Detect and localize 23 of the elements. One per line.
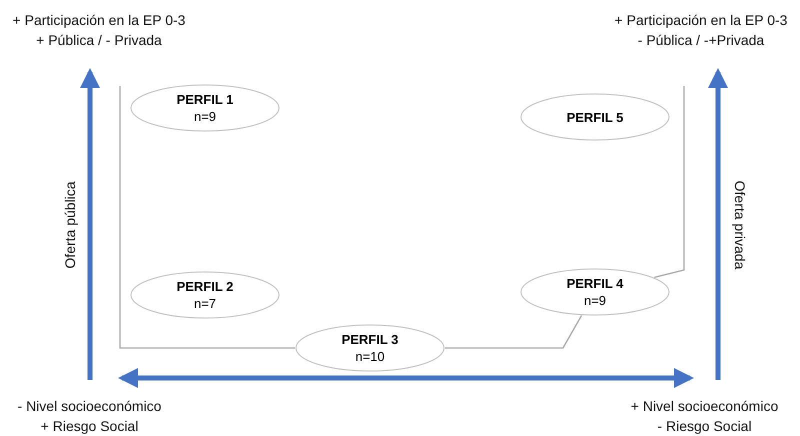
- profile-ellipse: [520, 268, 670, 316]
- connector-line: [445, 315, 582, 349]
- sample-size: n=10: [355, 348, 385, 365]
- connector-line: [654, 86, 685, 278]
- axis-label: Oferta privada: [731, 180, 749, 270]
- corner-label: - Nivel socioeconómico + Riesgo Social: [16, 397, 162, 436]
- profile-ellipse: [130, 271, 280, 319]
- profile-title: PERFIL 2: [176, 278, 234, 295]
- profile-ellipse: [520, 93, 670, 141]
- corner-label: + Participación en la EP 0-3 - Pública / -+Privada: [614, 11, 788, 50]
- sample-size: n=7: [194, 295, 216, 312]
- profile-title: PERFIL 4: [566, 275, 624, 292]
- profile-title: PERFIL 5: [566, 108, 624, 126]
- profile-title: PERFIL 1: [176, 91, 234, 108]
- sample-size: n=9: [194, 108, 216, 125]
- profile-ellipse: [130, 84, 280, 132]
- profile-ellipse: [295, 324, 445, 372]
- profile-title: PERFIL 3: [342, 331, 398, 348]
- sample-size: n=9: [584, 292, 606, 309]
- axis-label: Oferta pública: [61, 181, 79, 269]
- corner-label: + Nivel socioeconómico - Riesgo Social: [630, 397, 779, 436]
- corner-label: + Participación en la EP 0-3 + Pública / - Privada: [12, 11, 186, 50]
- connector-line: [119, 86, 295, 349]
